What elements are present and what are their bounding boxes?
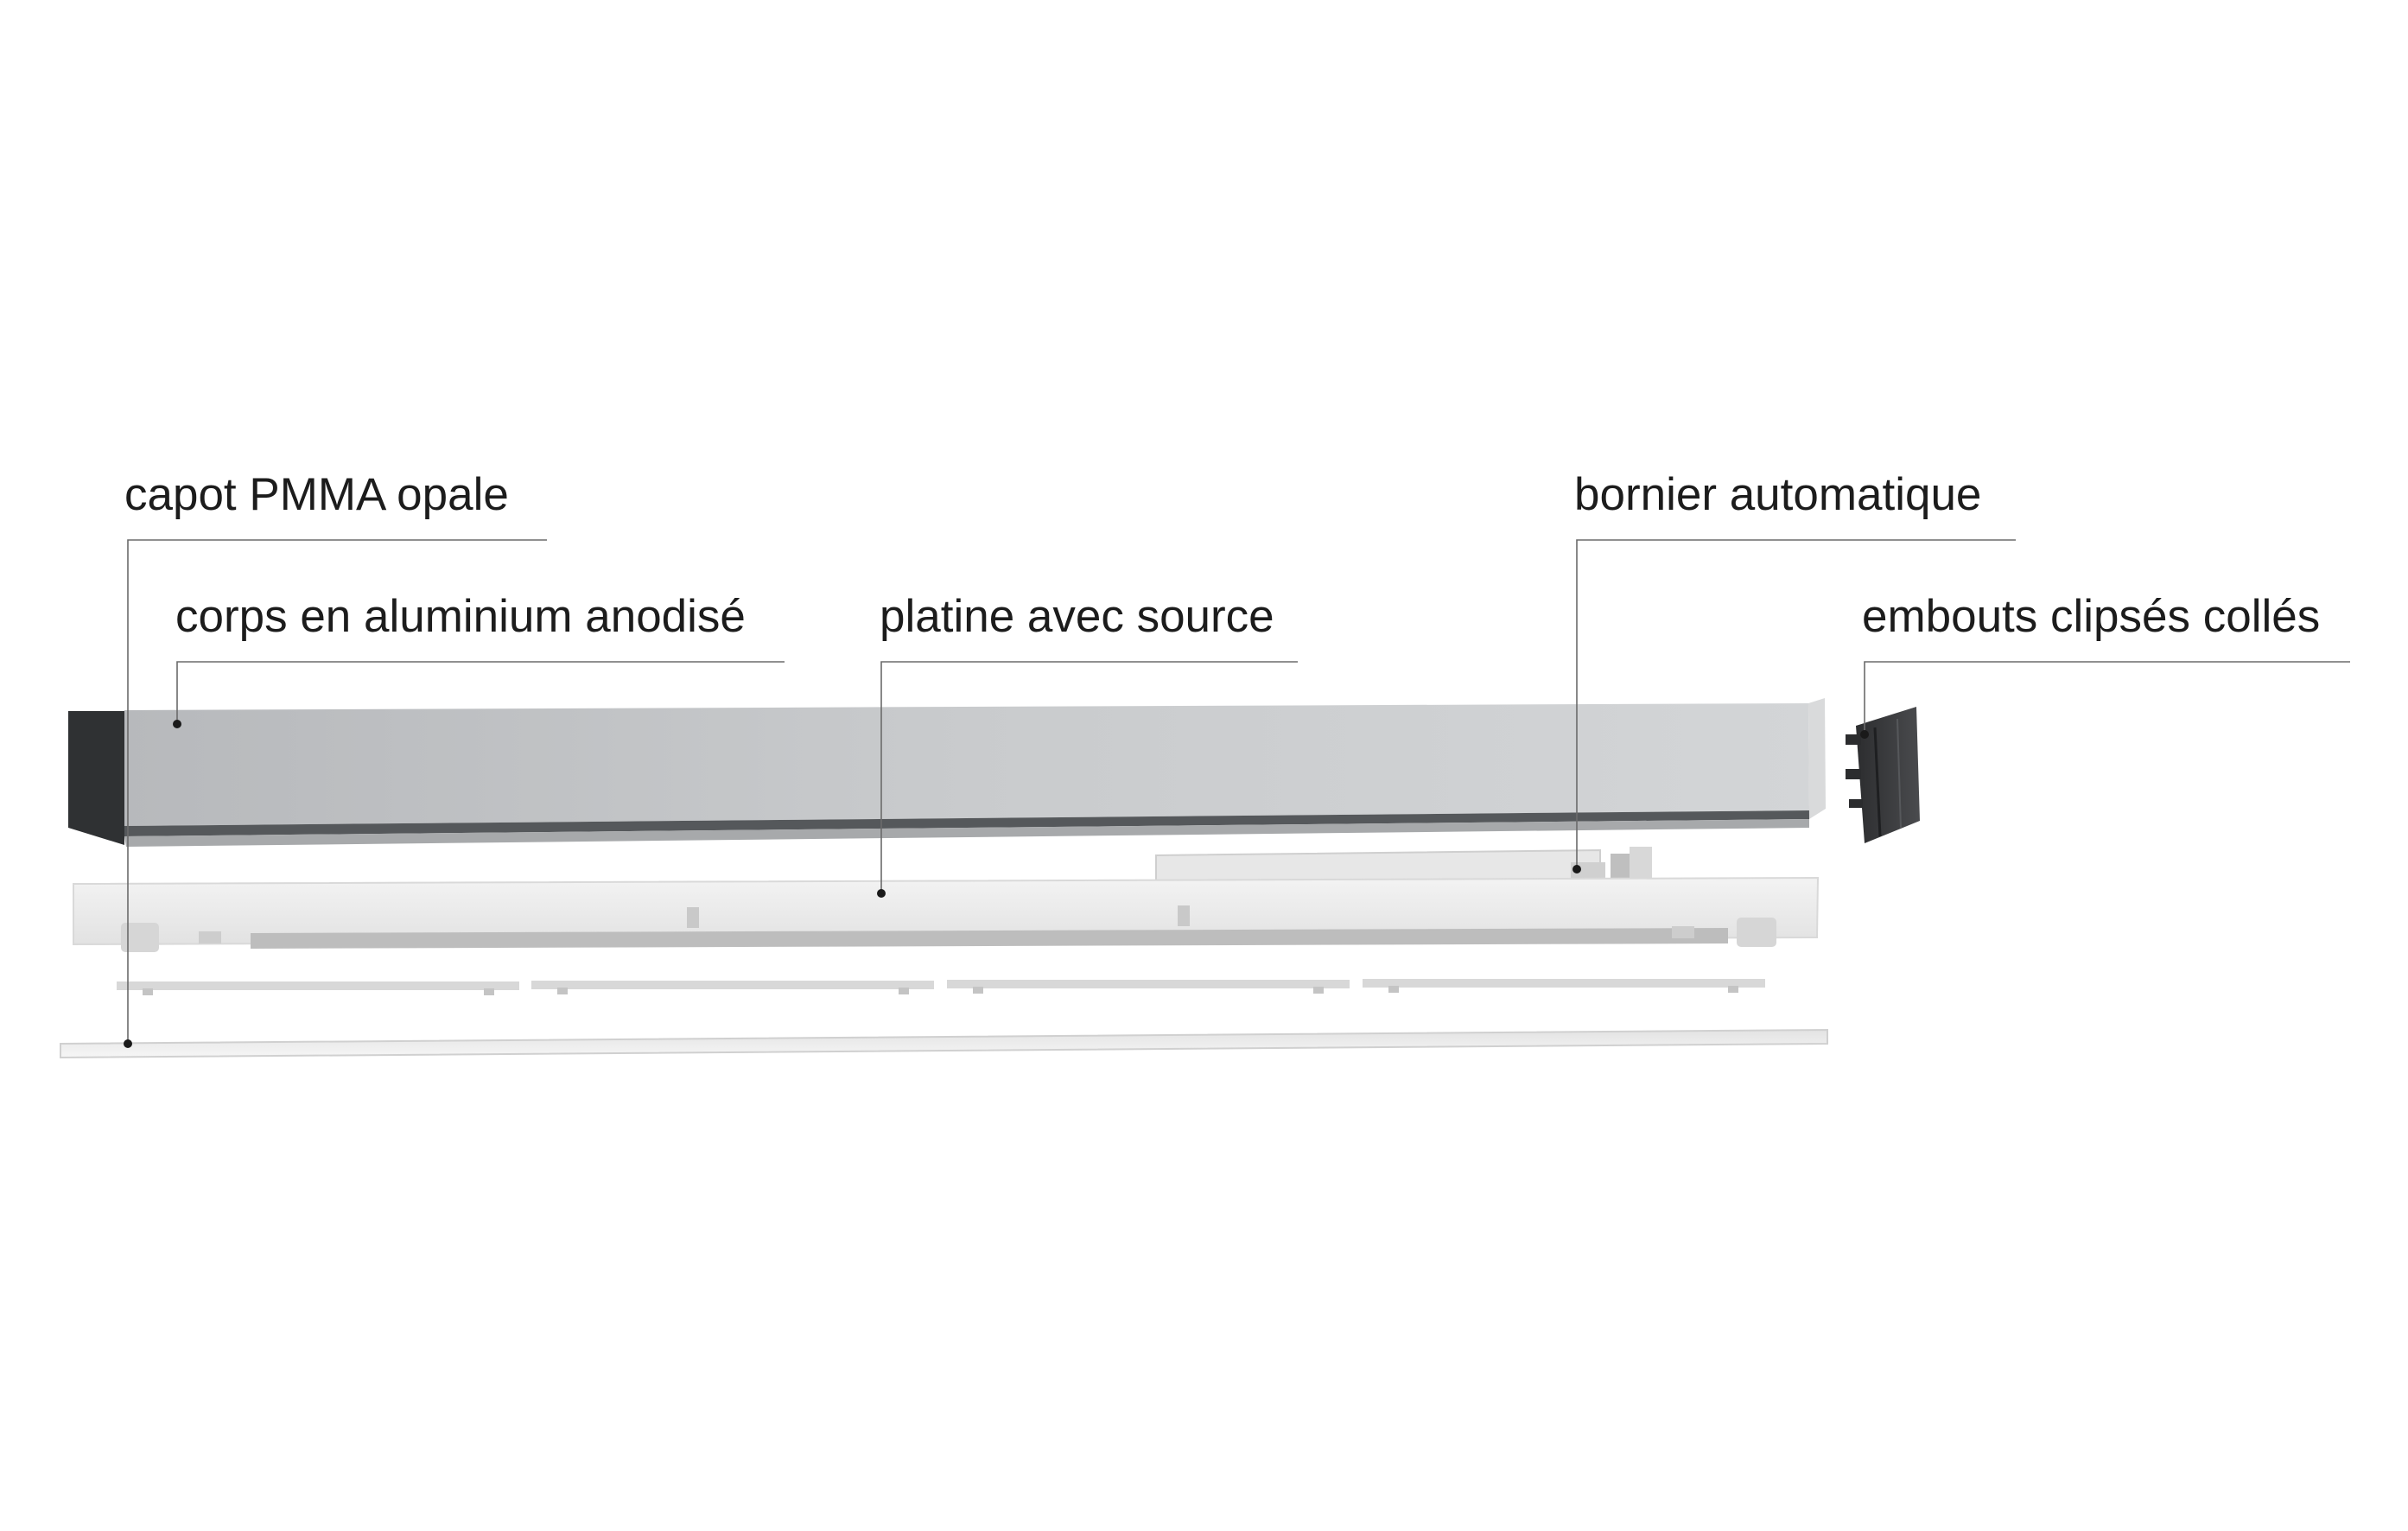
- opal-diffuser-part: [60, 1028, 1828, 1059]
- leader-line-bornier: [1573, 539, 2016, 873]
- leader-line-platine: [877, 661, 1298, 898]
- leader-line-corps: [173, 661, 785, 728]
- label-corps: corps en aluminium anodisé: [175, 591, 746, 642]
- label-capot: capot PMMA opale: [124, 469, 509, 520]
- leader-line-capot: [124, 539, 547, 1048]
- end-caps-part: [1846, 707, 1920, 843]
- plate-with-source-part: [73, 876, 1820, 952]
- led-strips-part: [117, 979, 1765, 995]
- terminal-block-part: [1155, 847, 1652, 886]
- leader-line-embouts: [1860, 661, 2350, 739]
- aluminium-body-part: [68, 698, 1826, 847]
- label-bornier: bornier automatique: [1574, 469, 1981, 520]
- label-embouts: embouts clipsés collés: [1862, 591, 2320, 642]
- label-platine: platine avec source: [880, 591, 1274, 642]
